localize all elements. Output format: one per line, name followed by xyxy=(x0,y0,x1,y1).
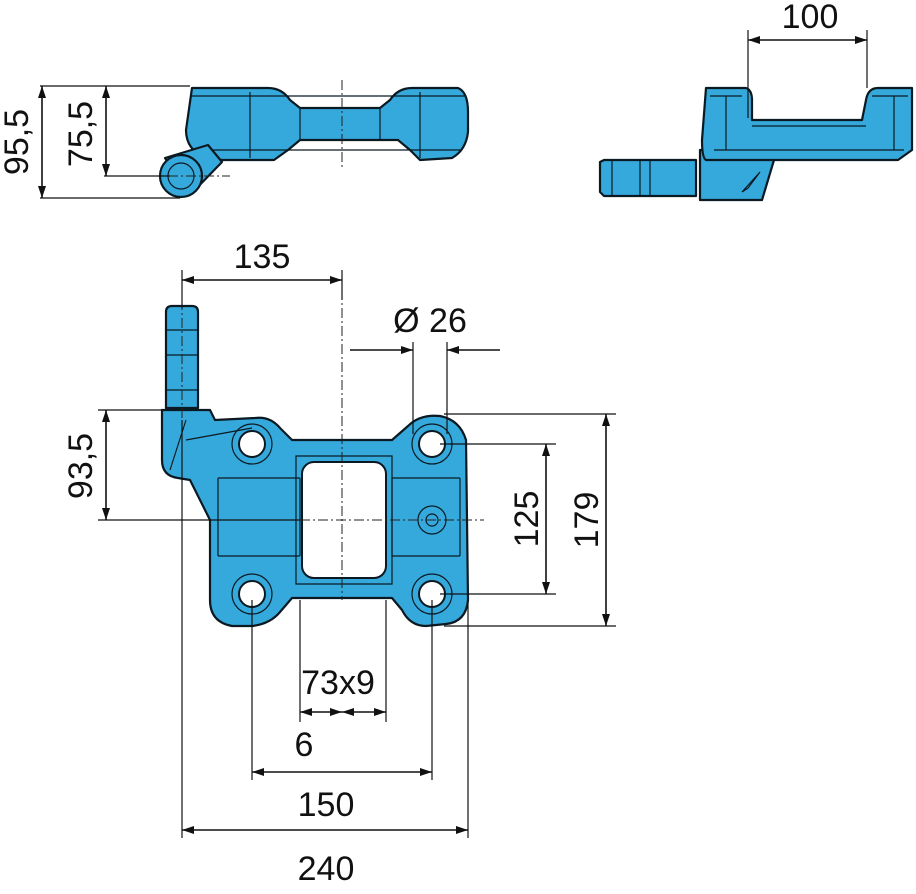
dim-179: 179 xyxy=(444,413,616,627)
dim-6-label: 6 xyxy=(295,726,314,764)
front-view-right xyxy=(598,86,914,202)
side-view-left xyxy=(150,80,470,199)
dim-135: 135 xyxy=(181,238,343,308)
dim-95-5-label: 95,5 xyxy=(0,109,36,175)
dim-diameter-26: Ø 26 xyxy=(350,302,500,434)
dim-73x9-label: 73x9 xyxy=(301,664,375,702)
plan-view xyxy=(160,272,484,628)
dim-135-label: 135 xyxy=(234,238,291,276)
dim-93-5: 93,5 xyxy=(62,409,300,521)
dim-diameter-26-label: Ø 26 xyxy=(393,302,467,340)
dim-6: 6 xyxy=(295,708,386,764)
dim-93-5-label: 93,5 xyxy=(62,433,100,499)
dim-125-label: 125 xyxy=(508,491,546,548)
dim-75-5: 75,5 xyxy=(62,86,170,177)
dim-100-label: 100 xyxy=(782,0,839,36)
dim-73x9: 73x9 xyxy=(299,600,387,722)
dim-150: 150 xyxy=(251,600,433,824)
dim-95-5: 95,5 xyxy=(0,85,190,199)
dim-240-label: 240 xyxy=(298,850,355,888)
dim-100: 100 xyxy=(747,0,868,118)
dim-125: 125 xyxy=(440,443,556,595)
dim-150-label: 150 xyxy=(298,786,355,824)
dim-75-5-label: 75,5 xyxy=(62,101,100,167)
dim-240: 240 xyxy=(181,420,469,888)
dim-179-label: 179 xyxy=(568,492,606,549)
